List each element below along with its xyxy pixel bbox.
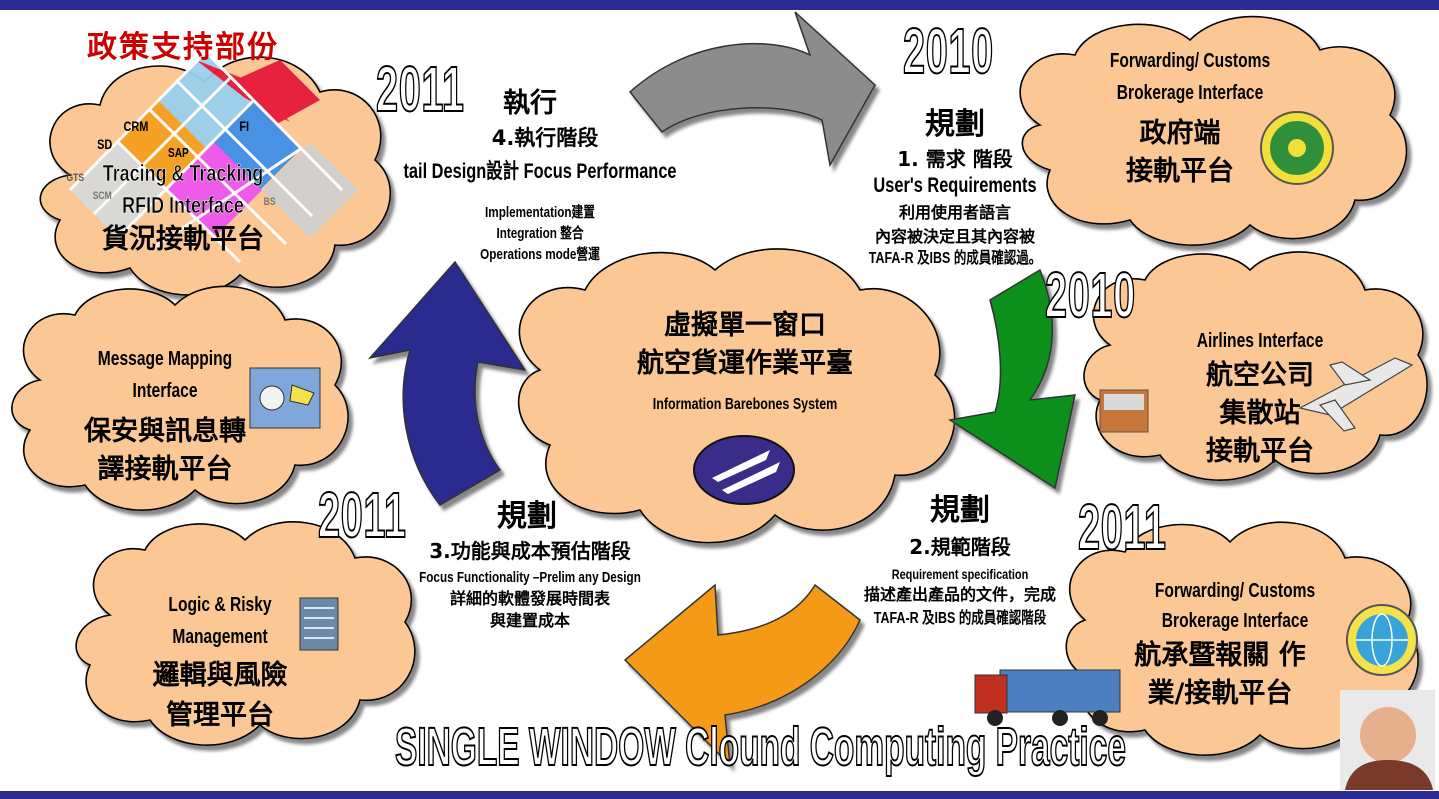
center-logo-icon <box>693 435 795 505</box>
cloud-forwarding <box>1065 521 1419 756</box>
logic-platform-label: 管理平台 <box>166 700 274 731</box>
execute-item-operations: Operations mode營運 <box>480 246 600 263</box>
policy-support-title: 政策支持部份 <box>87 30 279 65</box>
gov-brokerage-label: Brokerage Interface <box>1116 82 1264 104</box>
forwarding-carrier-label: 航承暨報關 作 <box>1134 640 1306 671</box>
erp-diamond-grid <box>68 50 358 264</box>
warehouse-icon <box>1099 389 1149 433</box>
logic-risky-title: Logic & Risky <box>168 594 272 616</box>
spec-line-2: TAFA-R 及IBS 的成員確認階段 <box>873 610 1047 627</box>
requirements-phase-label: 1. 需求 階段 <box>897 147 1013 171</box>
spec-phase-label: 2.規範階段 <box>909 535 1011 559</box>
year-label-top-left: 2011 <box>375 52 465 126</box>
tracing-platform-label: 貨況接軌平台 <box>102 224 264 255</box>
erp-label-fi: FI <box>239 118 250 134</box>
cloud-logic <box>75 521 416 746</box>
requirements-en-label: User's Requirements <box>873 174 1037 197</box>
truck-icon <box>974 669 1121 726</box>
logic-risk-label: 邏輯與風險 <box>152 660 288 691</box>
requirements-line-2: 內容被決定且其內容被 <box>874 227 1035 246</box>
requirements-heading: 規劃 <box>925 107 985 142</box>
function-line-1: 詳細的軟體發展時間表 <box>449 589 610 608</box>
center-virtual-window: 虛擬單一窗口 <box>664 310 826 341</box>
center-air-cargo-platform: 航空貨運作業平臺 <box>637 348 853 379</box>
spec-en-label: Requirement specification <box>891 566 1029 582</box>
airplane-icon <box>1298 357 1414 432</box>
spec-heading: 規劃 <box>930 493 990 528</box>
building-icon <box>299 597 339 651</box>
cloud-gov <box>1019 15 1408 246</box>
arrow-orange <box>623 583 861 768</box>
arrow-gray <box>628 11 876 168</box>
security-device-icon <box>249 367 321 429</box>
message-mapping-title: Message Mapping <box>97 348 233 370</box>
airlines-terminal-label: 集散站 <box>1219 398 1301 429</box>
erp-label-bs: BS <box>263 196 276 208</box>
forwarding-brokerage-label: Brokerage Interface <box>1161 610 1309 632</box>
translation-platform-label: 譯接軌平台 <box>97 454 233 485</box>
logic-management-label: Management <box>172 626 268 648</box>
function-heading: 規劃 <box>497 499 557 534</box>
execute-heading: 執行 <box>503 88 557 119</box>
function-phase-label: 3.功能與成本預估階段 <box>429 539 631 563</box>
year-label-right-middle: 2010 <box>1044 258 1136 332</box>
spec-line-1: 描述產出產品的文件，完成 <box>863 585 1056 604</box>
year-label-bottom-left: 2011 <box>317 478 407 552</box>
function-en-label: Focus Functionality –Prelim any Design <box>419 569 641 586</box>
top-bar <box>0 0 1439 10</box>
gov-side-label: 政府端 <box>1139 118 1221 149</box>
footer-title: SINGLE WINDOW Clound Computing Practice <box>394 716 1126 778</box>
forwarding-platform-label: 業/接軌平台 <box>1147 678 1293 709</box>
erp-label-gts: GTS <box>66 172 85 184</box>
execute-item-implementation: Implementation建置 <box>485 204 595 221</box>
year-label-bottom-right: 2011 <box>1077 490 1167 564</box>
gov-platform-label: 接軌平台 <box>1126 156 1234 187</box>
rfid-interface-label: RFID Interface <box>122 192 244 219</box>
portrait-photo <box>1340 690 1435 790</box>
erp-label-sap: SAP <box>167 145 189 160</box>
tracing-title: Tracing & Tracking <box>102 160 264 187</box>
bottom-bar <box>0 791 1439 799</box>
erp-label-sd: SD <box>97 136 113 152</box>
airlines-platform-label: 接軌平台 <box>1206 436 1314 467</box>
arrow-blue <box>367 260 527 506</box>
gov-forwarding-title: Forwarding/ Customs <box>1109 50 1271 72</box>
requirements-line-3: TAFA-R 及IBS 的成員確認過。 <box>868 250 1042 267</box>
center-barebones-system: Information Barebones System <box>652 396 838 413</box>
cloud-message <box>11 285 349 511</box>
security-translation-label: 保安與訊息轉 <box>84 416 246 447</box>
function-line-2: 與建置成本 <box>489 611 570 630</box>
execute-item-integration: Integration 整合 <box>496 225 584 242</box>
gov-emblem-icon <box>1260 111 1334 185</box>
execute-phase-label: 4.執行階段 <box>491 126 599 150</box>
airlines-interface-title: Airlines Interface <box>1196 330 1324 352</box>
erp-label-scm: SCM <box>92 190 112 202</box>
forwarding-customs-title: Forwarding/ Customs <box>1154 580 1316 602</box>
arrow-green <box>947 268 1076 490</box>
cloud-center <box>517 248 956 544</box>
requirements-line-1: 利用使用者語言 <box>898 203 1011 222</box>
erp-label-crm: CRM <box>123 118 149 134</box>
message-interface-label: Interface <box>132 380 198 402</box>
execute-detail-label: tail Design設計 Focus Performance <box>403 160 677 183</box>
globe-seal-icon <box>1346 604 1418 676</box>
airlines-company-label: 航空公司 <box>1206 360 1314 391</box>
year-label-top-center: 2010 <box>902 14 994 88</box>
